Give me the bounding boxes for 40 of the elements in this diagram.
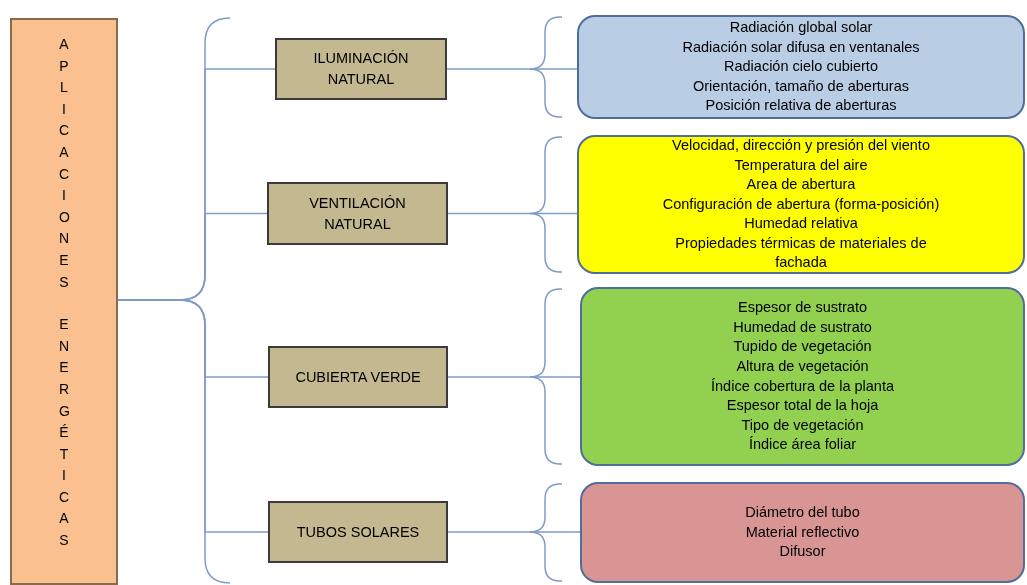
parameter-text: Propiedades térmicas de materiales de fachada — [674, 233, 928, 273]
parameter-text: Espesor total de la hoja — [726, 396, 879, 416]
parameter-text: Radiación solar difusa en ventanales — [682, 37, 920, 57]
parameter-list-box — [580, 287, 1025, 466]
parameter-text: Radiación cielo cubierto — [724, 57, 878, 77]
parameter-text: Tupido de vegetación — [733, 337, 872, 357]
parameter-text: Índice área foliar — [748, 435, 857, 455]
parameter-text: Difusor — [779, 542, 826, 562]
category-label: TUBOS SOLARES — [296, 522, 420, 542]
parameter-text: Temperatura del aire — [734, 155, 868, 175]
brace-connector — [447, 212, 578, 215]
category-box — [268, 346, 448, 408]
category-label: CUBIERTA VERDE — [295, 367, 421, 387]
parameter-text: Radiación global solar — [729, 18, 873, 37]
brace-connector — [447, 376, 581, 378]
vertical-title: APLICACIONES ENERGÉTICAS — [59, 35, 69, 551]
parameter-text: Altura de vegetación — [736, 356, 869, 376]
parameter-list-box — [577, 15, 1025, 119]
parameter-text: Posición relativa de aberturas — [705, 96, 897, 116]
category-box — [267, 182, 448, 245]
category-label: VENTILACIÓN NATURAL — [308, 193, 407, 234]
brace-connector — [446, 68, 578, 70]
parameter-text: Índice cobertura de la planta — [711, 376, 894, 396]
category-banner — [10, 18, 118, 585]
parameter-text: Velocidad, dirección y presión del viento — [672, 135, 930, 155]
parameter-text: Orientación, tamaño de aberturas — [693, 76, 909, 96]
parameter-text: Material reflectivo — [745, 522, 860, 542]
parameter-text: Humedad relativa — [744, 214, 858, 234]
parameter-text: Humedad de sustrato — [733, 317, 872, 337]
parameter-text: Diámetro del tubo — [745, 503, 860, 523]
category-box — [275, 38, 447, 100]
parameter-text: Configuración de abertura (forma-posición) — [662, 194, 940, 214]
parameter-list-box — [580, 482, 1025, 583]
category-box — [268, 501, 448, 563]
parameter-list-box — [577, 135, 1025, 274]
parameter-text: Tipo de vegetación — [741, 415, 864, 435]
parameter-text: Area de abertura — [746, 175, 856, 195]
brace-connector — [447, 531, 581, 533]
category-label: ILUMINACIÓN NATURAL — [312, 49, 410, 89]
parameter-text: Espesor de sustrato — [738, 298, 867, 318]
